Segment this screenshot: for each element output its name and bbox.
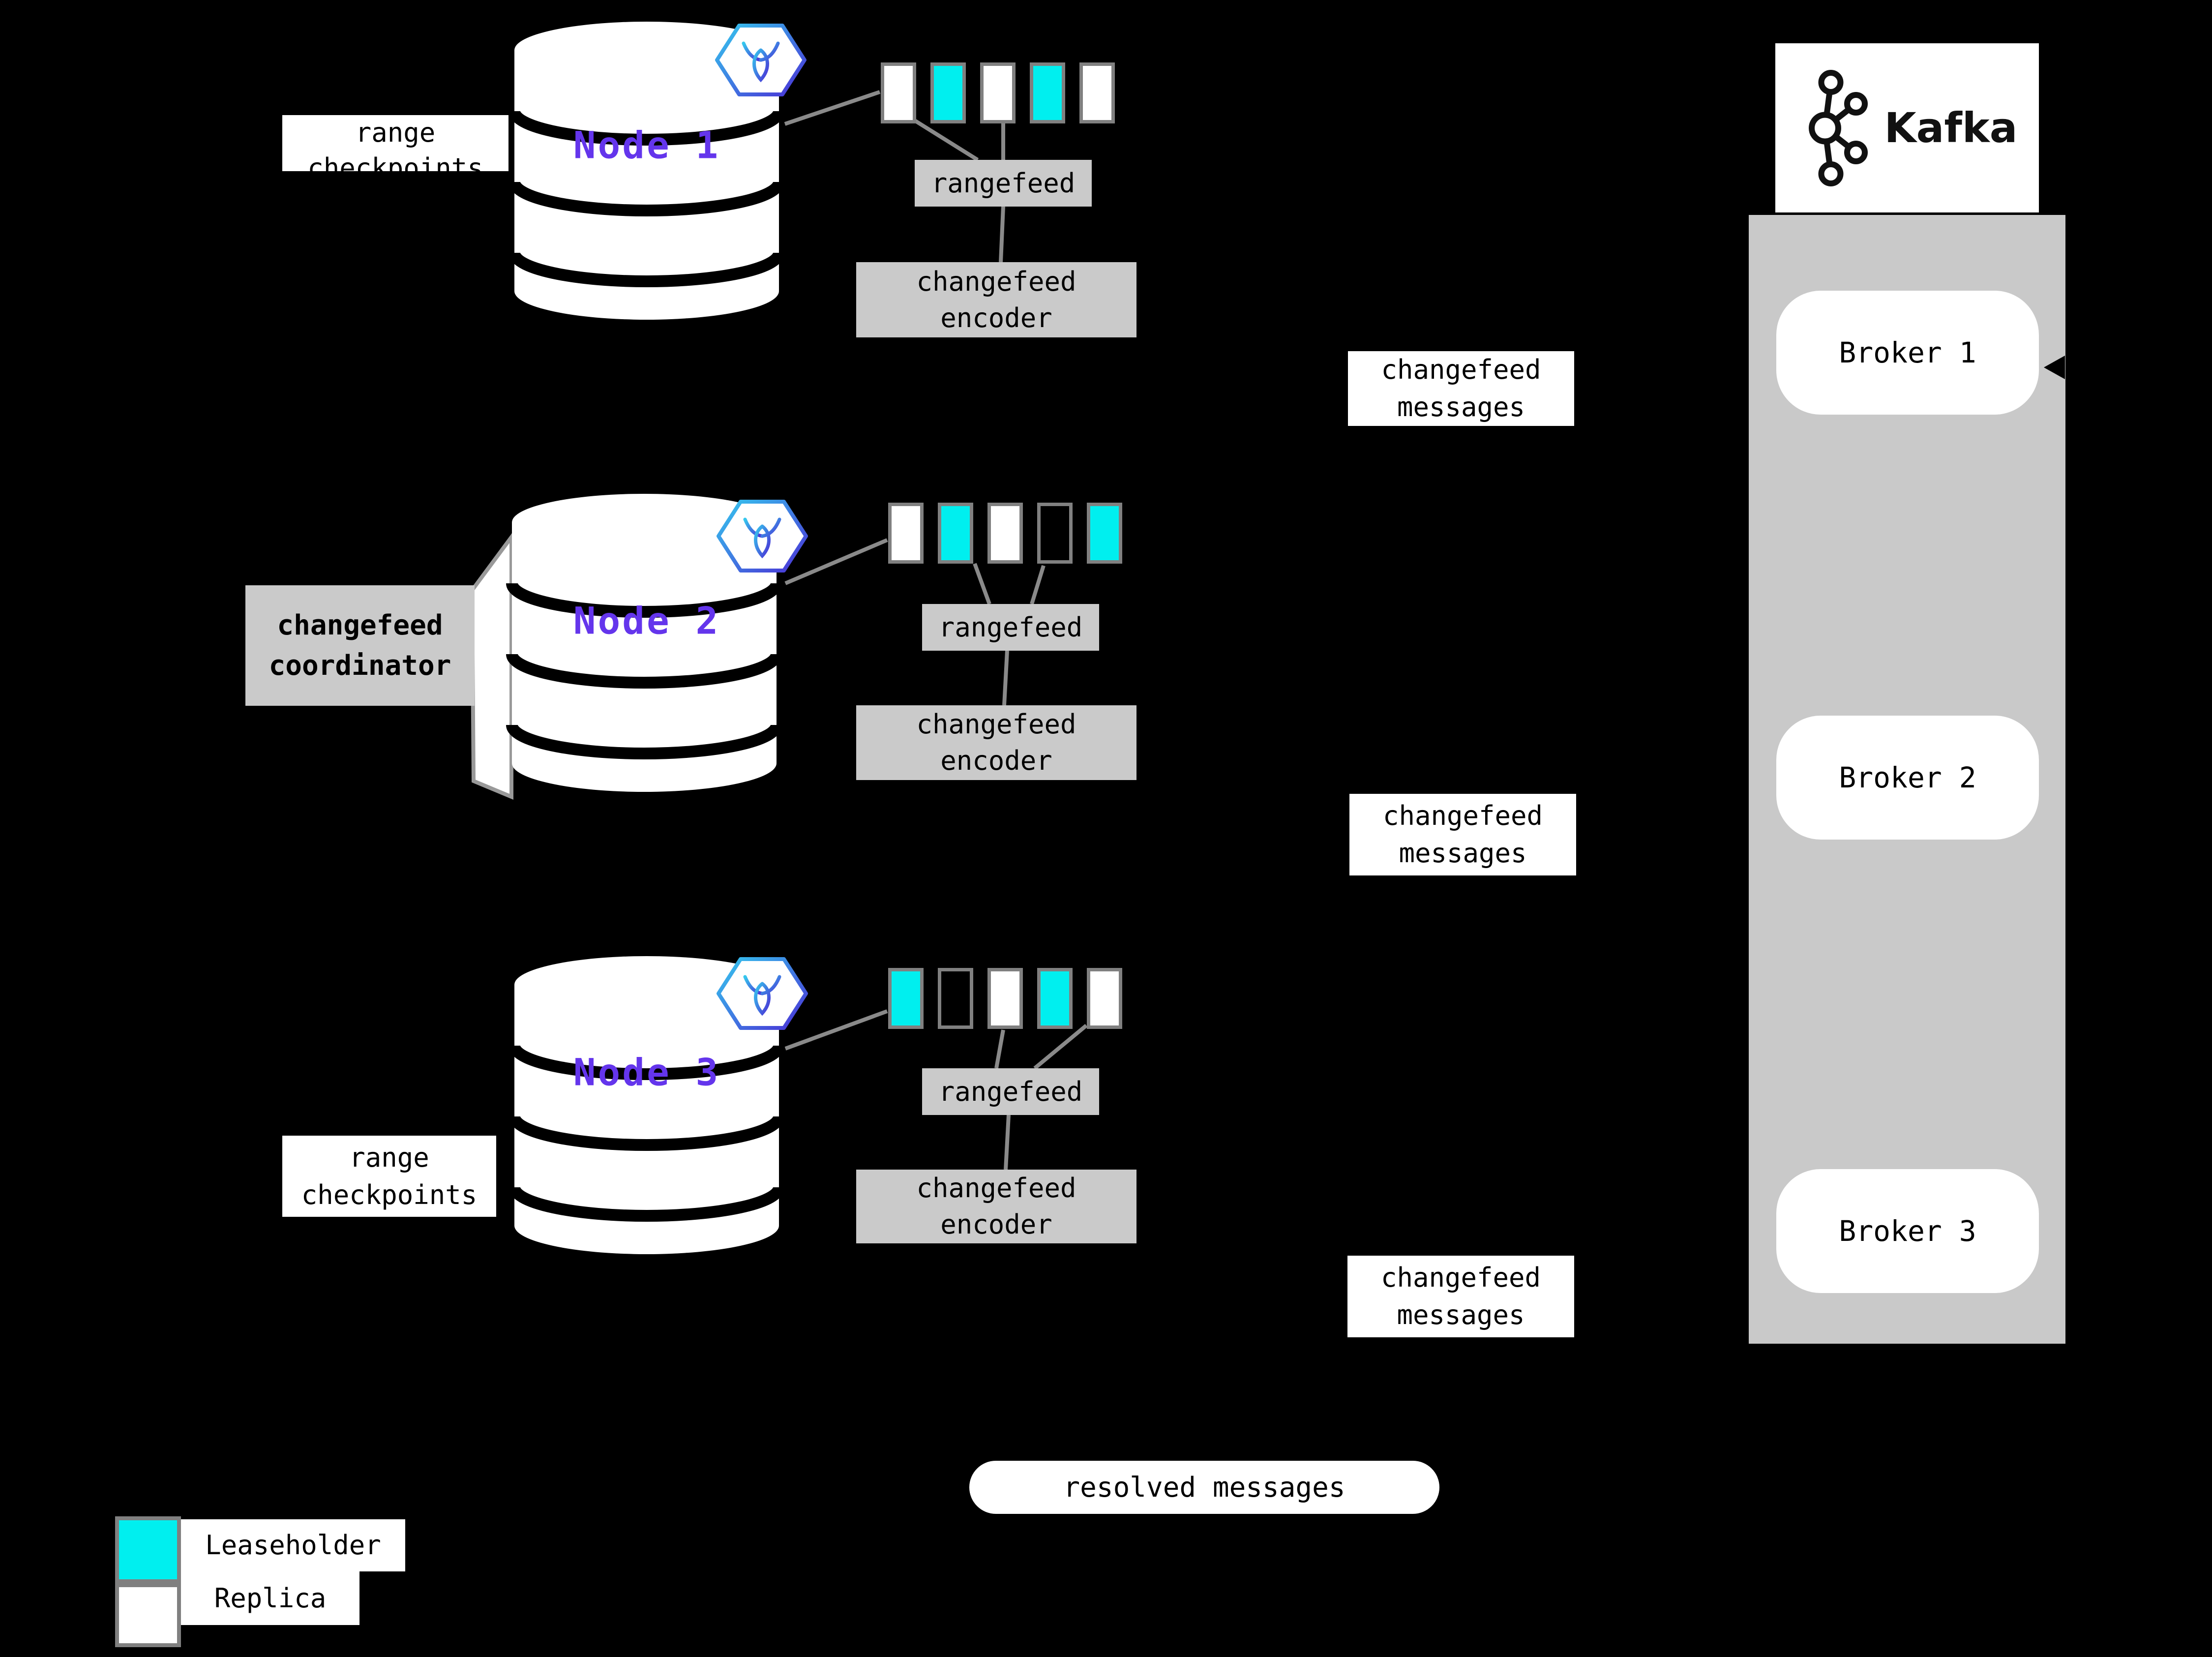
- range-square-leaseholder: [1087, 503, 1122, 564]
- range-checkpoints-label-bottom: range checkpoints: [282, 1136, 496, 1217]
- range-square-replica: [987, 968, 1023, 1029]
- cockroachdb-logo-icon: [715, 24, 807, 96]
- rangefeed-box-3: rangefeed: [922, 1068, 1099, 1115]
- changefeed-encoder-box-1: changefeed encoder: [856, 262, 1136, 337]
- connector-line: [784, 538, 888, 585]
- broker-3: Broker 3: [1776, 1169, 2039, 1293]
- connector-lines: [784, 90, 1088, 1170]
- range-square-empty: [938, 968, 973, 1029]
- range-square-leaseholder: [930, 62, 966, 123]
- rangefeed-box-2: rangefeed: [922, 604, 1099, 651]
- range-checkpoints-label-top: range checkpoints: [282, 115, 508, 171]
- changefeed-encoder-box-2: changefeed encoder: [856, 705, 1136, 780]
- coordinator-flag-shape: [470, 531, 513, 800]
- changefeed-messages-label-3: changefeed messages: [1347, 1256, 1574, 1337]
- rangefeed-box-1: rangefeed: [915, 160, 1092, 207]
- range-square-replica: [987, 503, 1023, 564]
- node-3-cylinder: [508, 956, 785, 1254]
- kafka-logo-icon: [1808, 69, 1868, 186]
- connector-line: [1004, 1115, 1011, 1170]
- range-square-leaseholder: [1037, 968, 1073, 1029]
- node-3-label: Node 3: [573, 1050, 720, 1094]
- node-1-label: Node 1: [573, 123, 720, 167]
- connector-line: [784, 90, 881, 126]
- range-square-empty: [1037, 503, 1073, 564]
- resolved-messages-pill: resolved messages: [969, 1461, 1439, 1514]
- changefeed-encoder-box-3: changefeed encoder: [856, 1170, 1136, 1243]
- connector-line: [994, 1029, 1005, 1069]
- range-square-replica: [1087, 968, 1122, 1029]
- legend-leaseholder-swatch: [115, 1516, 181, 1583]
- connector-line: [1033, 1024, 1088, 1070]
- cockroachdb-logo-icon: [717, 957, 808, 1030]
- range-square-replica: [980, 62, 1016, 123]
- kafka-title: Kafka: [1884, 104, 2018, 152]
- connector-line: [913, 119, 979, 162]
- legend-replica-swatch: [115, 1583, 181, 1647]
- connector-line: [1002, 650, 1009, 706]
- changefeed-messages-label-2: changefeed messages: [1349, 794, 1576, 875]
- broker-1: Broker 1: [1776, 291, 2039, 415]
- range-square-replica: [888, 503, 924, 564]
- changefeed-coordinator-label: changefeed coordinator: [245, 585, 475, 706]
- node-2-cylinder: [506, 494, 782, 792]
- range-square-replica: [1079, 62, 1115, 123]
- range-square-replica: [881, 62, 916, 123]
- broker-2: Broker 2: [1776, 716, 2039, 840]
- cockroachdb-logo-icon: [717, 500, 808, 572]
- range-square-leaseholder: [1030, 62, 1065, 123]
- kafka-title-box: Kafka: [1775, 43, 2039, 212]
- node-1-cylinder: [508, 22, 785, 320]
- connector-line: [1030, 565, 1046, 605]
- node-2-label: Node 2: [573, 599, 720, 643]
- left-arrowhead-icon: [2044, 356, 2065, 379]
- connector-line: [999, 206, 1005, 263]
- legend-leaseholder-label: Leaseholder: [181, 1519, 405, 1571]
- range-square-leaseholder: [938, 503, 973, 564]
- legend-replica-label: Replica: [181, 1571, 359, 1625]
- connector-line: [973, 563, 991, 605]
- kafka-brokers-panel: Broker 1 Broker 2 Broker 3: [1749, 215, 2065, 1344]
- connector-line: [784, 1009, 888, 1051]
- changefeed-messages-label-1: changefeed messages: [1348, 351, 1574, 426]
- range-square-leaseholder: [888, 968, 924, 1029]
